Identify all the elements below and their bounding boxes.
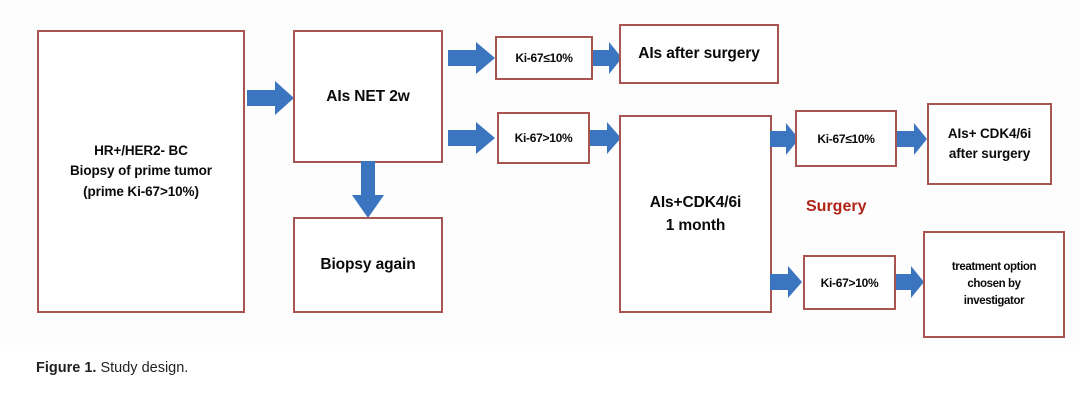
node-ais-cdk-1-month-line-2: 1 month — [665, 217, 726, 234]
node-treatment-option-line-1: treatment option — [951, 260, 1037, 273]
node-ais-after-surgery-line-1: AIs after surgery — [638, 45, 760, 63]
node-ais-after-surgery[interactable]: AIs after surgery — [619, 24, 779, 84]
node-treatment-option[interactable]: treatment option chosen by investigator — [923, 231, 1065, 338]
flowchart-canvas: HR+/HER2- BC Biopsy of prime tumor (prim… — [37, 24, 1065, 338]
node-ais-net-2w[interactable]: AIs NET 2w — [293, 30, 443, 163]
arrow-ki67-gt10-a-to-ais-cdk — [590, 120, 622, 156]
node-biopsy-again-line-1: Biopsy again — [320, 256, 416, 274]
arrow-ki67-le10-b-to-ais-cdk-after-surgery — [897, 121, 928, 157]
node-treatment-option-line-2: chosen by — [967, 277, 1021, 290]
node-ki67-gt10-upper-line-1: Ki-67>10% — [514, 131, 573, 145]
arrow-ki67-gt10-b-to-treatment-option — [896, 264, 925, 300]
node-ki67-gt10-lower[interactable]: Ki-67>10% — [803, 255, 896, 310]
arrow-ais-net-to-ki67-gt10-a — [448, 120, 496, 156]
node-ais-cdk-after-surgery-line-2: after surgery — [948, 146, 1031, 161]
node-ki67-le10-lower[interactable]: Ki-67≤10% — [795, 110, 897, 167]
node-enrollment[interactable]: HR+/HER2- BC Biopsy of prime tumor (prim… — [37, 30, 245, 313]
node-ais-cdk-after-surgery[interactable]: AIs+ CDK4/6i after surgery — [927, 103, 1052, 185]
node-ais-cdk-after-surgery-line-1: AIs+ CDK4/6i — [947, 125, 1032, 141]
node-ki67-le10-upper-line-1: Ki-67≤10% — [515, 51, 573, 65]
arrow-ais-cdk-to-ki67-le10-b — [770, 121, 800, 157]
figure-caption-label: Figure 1. — [36, 360, 97, 376]
node-ais-net-2w-line-1: AIs NET 2w — [326, 87, 410, 105]
arrow-ais-net-to-ki67-le10-a — [448, 40, 496, 76]
node-ki67-gt10-upper[interactable]: Ki-67>10% — [497, 112, 590, 164]
node-ais-cdk-1-month-line-1: AIs+CDK4/6i — [649, 193, 742, 211]
figure-caption-text: Study design. — [96, 360, 189, 376]
figure-caption: Figure 1. Study design. — [36, 360, 188, 376]
node-biopsy-again[interactable]: Biopsy again — [293, 217, 443, 313]
node-ki67-le10-lower-line-1: Ki-67≤10% — [817, 131, 875, 146]
arrow-enrollment-to-ais-net — [247, 78, 295, 118]
node-ki67-le10-upper[interactable]: Ki-67≤10% — [495, 36, 593, 80]
node-treatment-option-line-3: investigator — [963, 295, 1025, 308]
surgery-annotation: Surgery — [806, 198, 867, 215]
node-ais-cdk-1-month[interactable]: AIs+CDK4/6i 1 month — [619, 115, 772, 313]
arrow-ais-cdk-to-ki67-gt10-b — [770, 264, 803, 300]
node-enrollment-line-3: (prime Ki-67>10%) — [83, 183, 199, 199]
arrow-ais-net-to-biopsy-again — [348, 161, 388, 219]
node-enrollment-line-2: Biopsy of prime tumor — [70, 163, 212, 179]
node-enrollment-line-1: HR+/HER2- BC — [94, 143, 188, 159]
node-ki67-gt10-lower-line-1: Ki-67>10% — [820, 275, 879, 290]
arrow-ki67-le10-a-to-ais-after-surgery — [593, 40, 623, 76]
